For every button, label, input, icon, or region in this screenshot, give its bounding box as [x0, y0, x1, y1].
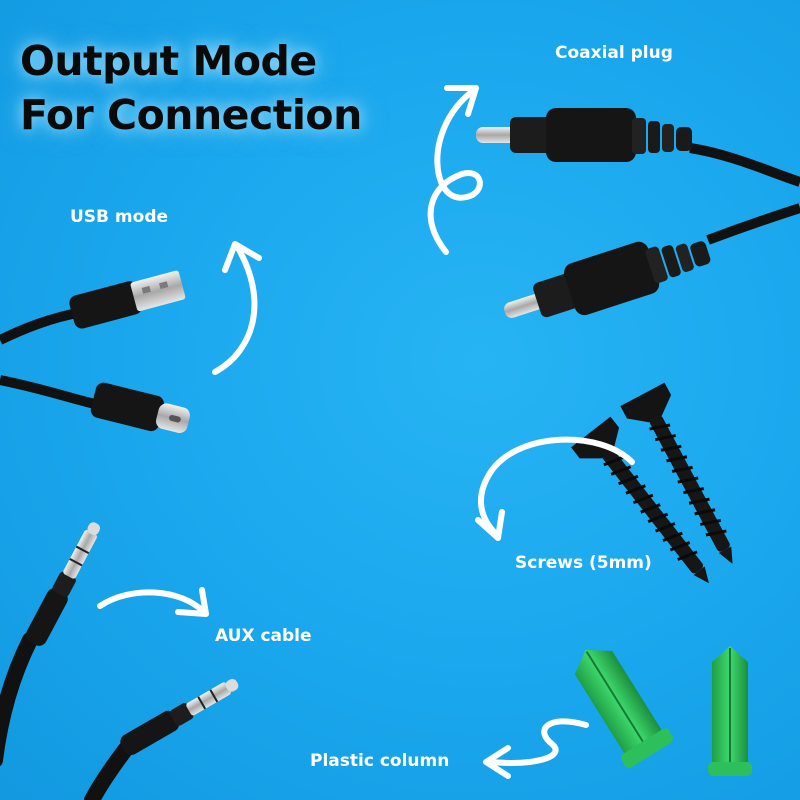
usb-arrow [212, 241, 262, 375]
title-line-2: For Connection [20, 91, 362, 139]
screw-left [571, 416, 709, 584]
screws-label: Screws (5mm) [515, 553, 652, 573]
coaxial-plug-label: Coaxial plug [555, 43, 673, 63]
coaxial-plug-bottom [504, 203, 800, 318]
coaxial-arrow [427, 85, 483, 255]
plastic-arrow [483, 718, 589, 779]
usb-mode-label: USB mode [70, 207, 169, 227]
plastic-column-left [574, 649, 674, 768]
aux-cable-label: AUX cable [215, 626, 312, 646]
page-title: Output Mode For Connection [20, 34, 362, 142]
title-line-1: Output Mode [20, 37, 317, 85]
aux-arrow [97, 587, 209, 617]
plastic-column-label: Plastic column [310, 751, 450, 771]
usb-c-cable [0, 375, 190, 434]
screw-right [620, 382, 733, 564]
aux-cable-right [84, 679, 239, 800]
usb-a-cable [0, 270, 186, 345]
screws-arrow [475, 436, 635, 541]
coaxial-plug-top [476, 108, 800, 187]
plastic-column-right [708, 646, 752, 776]
aux-cable-left [0, 522, 101, 767]
